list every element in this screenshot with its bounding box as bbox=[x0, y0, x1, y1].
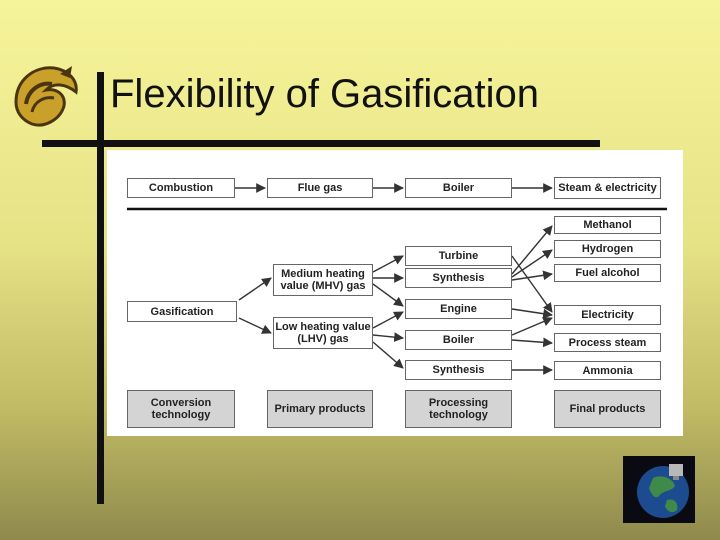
node-synthesis-lower: Synthesis bbox=[405, 360, 512, 380]
node-methanol: Methanol bbox=[554, 216, 661, 234]
arrow-synthesis-fuelalcohol bbox=[511, 270, 553, 281]
node-flue-gas: Flue gas bbox=[267, 178, 373, 198]
arrow-boiler-electricity bbox=[511, 316, 553, 336]
node-turbine: Turbine bbox=[405, 246, 512, 266]
arrow-boiler-processsteam bbox=[511, 337, 553, 348]
legend-primary-products: Primary products bbox=[267, 390, 373, 428]
arrow-lhv-boiler bbox=[372, 332, 404, 342]
node-fuel-alcohol: Fuel alcohol bbox=[554, 264, 661, 282]
node-lhv-gas: Low heating value (LHV) gas bbox=[273, 317, 373, 349]
arrow-lhv-engine bbox=[372, 311, 404, 329]
diagram-connectors bbox=[127, 183, 667, 375]
node-process-steam: Process steam bbox=[554, 333, 661, 352]
arrow-gasification-lhv bbox=[238, 317, 272, 334]
node-synthesis-upper: Synthesis bbox=[405, 268, 512, 288]
arrow-turbine-electricity bbox=[511, 255, 553, 313]
legend-processing-technology: Processing technology bbox=[405, 390, 512, 428]
node-steam-electricity: Steam & electricity bbox=[554, 177, 661, 199]
node-electricity: Electricity bbox=[554, 305, 661, 325]
arrow-engine-electricity bbox=[511, 308, 553, 319]
arrow-synthesis-hydrogen bbox=[511, 249, 553, 278]
arrow-mhv-engine bbox=[372, 283, 404, 307]
legend-conversion-technology: Conversion technology bbox=[127, 390, 235, 428]
arrow-lhv-synthesis bbox=[372, 341, 404, 369]
globe-badge-icon bbox=[623, 456, 695, 523]
node-combustion: Combustion bbox=[127, 178, 235, 198]
slide-title: Flexibility of Gasification bbox=[110, 72, 540, 116]
node-ammonia: Ammonia bbox=[554, 361, 661, 380]
vertical-divider-bar bbox=[97, 72, 104, 504]
node-mhv-gas: Medium heating value (MHV) gas bbox=[273, 264, 373, 296]
arrow-mhv-turbine bbox=[372, 255, 404, 273]
arrow-synthesis-methanol bbox=[511, 225, 553, 275]
node-boiler-gasification: Boiler bbox=[405, 330, 512, 350]
legend-final-products: Final products bbox=[554, 390, 661, 428]
pegasus-logo-icon bbox=[14, 66, 78, 127]
node-boiler-combustion: Boiler bbox=[405, 178, 512, 198]
node-engine: Engine bbox=[405, 299, 512, 319]
arrow-gasification-mhv bbox=[238, 277, 272, 301]
gasification-flow-diagram: Combustion Flue gas Boiler Steam & elect… bbox=[107, 150, 683, 436]
node-gasification: Gasification bbox=[127, 301, 237, 322]
node-hydrogen: Hydrogen bbox=[554, 240, 661, 258]
horizontal-divider-bar bbox=[42, 140, 600, 147]
